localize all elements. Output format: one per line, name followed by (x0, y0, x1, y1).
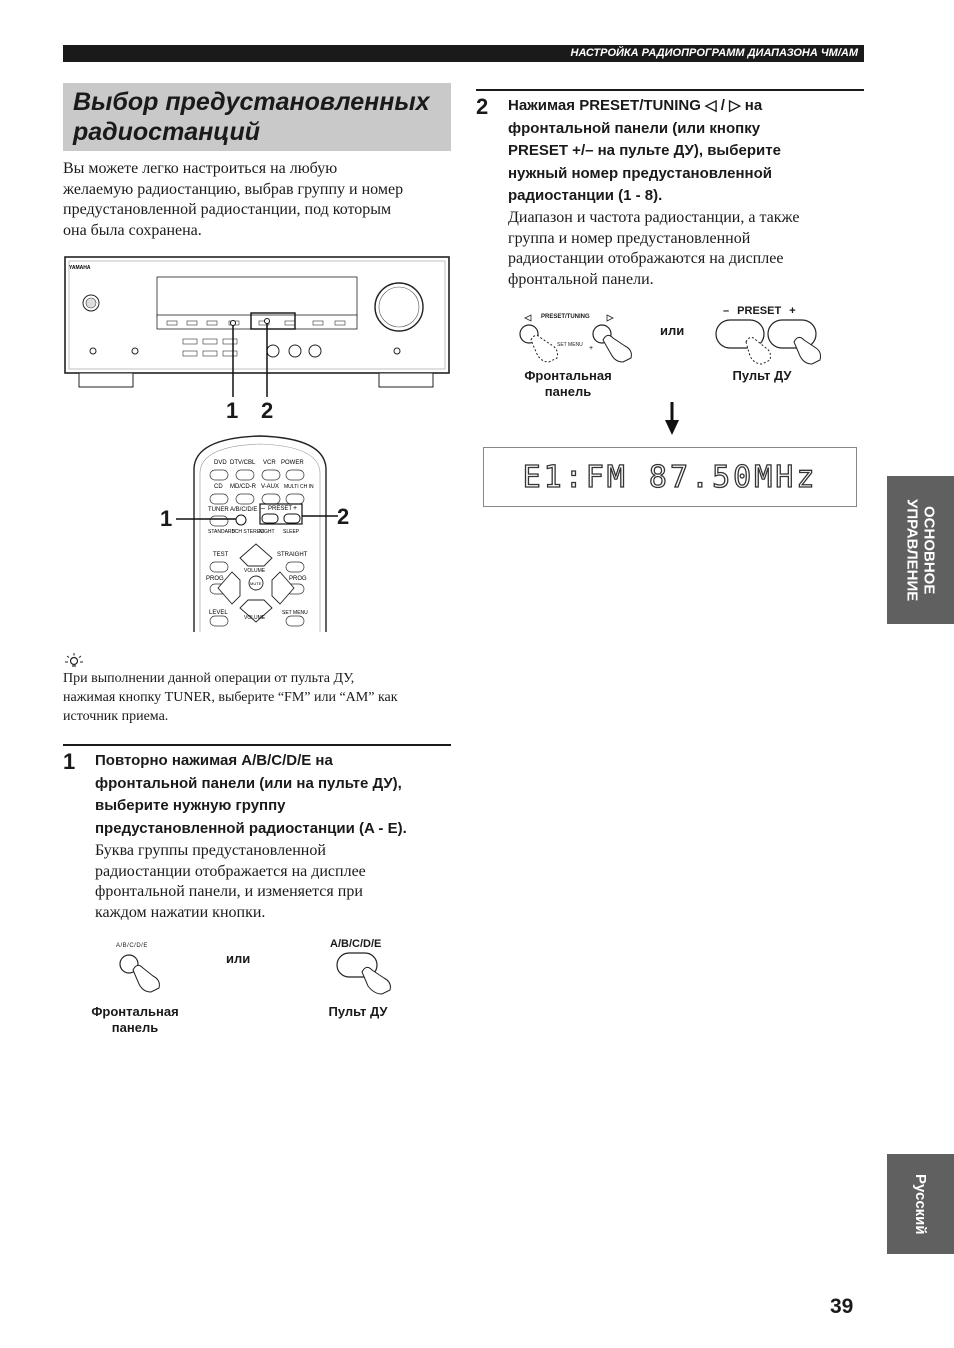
remote-prog-left: PROG (206, 576, 224, 582)
lcd-display: E1:FM 87.50MHz (483, 447, 857, 507)
remote-mute: MUTE (250, 581, 262, 586)
step1-caption-left: Фронтальная панель (70, 1004, 200, 1036)
step2-number: 2 (476, 94, 489, 119)
step2-remote-label: – PRESET + (723, 305, 796, 317)
step1-body: Буква группы предустановленной радиостан… (95, 841, 455, 923)
page-title: Выбор предустановленных радиостанций (63, 83, 451, 151)
arrow-down-icon (665, 402, 679, 435)
remote-straight: STRAIGHT (277, 552, 308, 558)
remote-volume-down: VOLUME (244, 615, 266, 621)
step2-heading: Нажимая PRESET/TUNING ◁ / ▷ на фронтальн… (508, 95, 863, 208)
intro-line: Вы можете легко настроиться на любую (63, 160, 338, 177)
remote-preset: PRESET (268, 506, 292, 512)
remote-cd: CD (214, 484, 223, 490)
remote-power: POWER (281, 460, 304, 466)
brand-label: YAMAHA (69, 265, 91, 271)
step1-body-line: фронтальной панели, и изменяется при (95, 883, 363, 900)
step2-remote-buttons (715, 319, 821, 365)
remote-vaux: V-AUX (261, 484, 279, 490)
intro-paragraph: Вы можете легко настроиться на любую жел… (63, 159, 453, 241)
svg-text:+: + (293, 505, 297, 512)
step2-caption-left: Фронтальная панель (503, 368, 633, 400)
remote-level: LEVEL (209, 610, 228, 616)
remote-sleep: SLEEP (283, 529, 300, 535)
step1-caption-left-line: панель (111, 1020, 159, 1035)
remote-multi: MULTI CH IN (284, 484, 314, 490)
step1-body-line: радиостанции отображается на дисплее (95, 862, 366, 880)
step2-heading-line: фронтальной панели (или кнопку (508, 119, 761, 137)
step1-remote-label: A/B/C/D/E (330, 938, 382, 950)
step2-caption-right: Пульт ДУ (732, 368, 792, 383)
remote-vcr: VCR (263, 460, 276, 466)
remote-night: NIGHT (259, 529, 275, 535)
step1-body-line: Буква группы предустановленной (95, 842, 326, 859)
intro-line: она была сохранена. (63, 221, 202, 239)
remote-callout-2: 2 (337, 504, 350, 529)
remote-5ch: 5CH STEREO (232, 529, 264, 535)
step2-body-line: фронтальной панели. (508, 270, 654, 288)
intro-line: предустановленной радиостанции, под кото… (63, 201, 392, 218)
remote-abcde: A/B/C/D/E (230, 507, 257, 513)
callout-1: 1 (226, 398, 239, 423)
step2-panel-label: PRESET/TUNING (541, 314, 590, 320)
remote-prog-right: PROG (289, 576, 307, 582)
step2-body-line: Диапазон и частота радиостанции, а также (508, 209, 800, 226)
svg-text:+: + (589, 345, 593, 352)
title-line-1: Выбор предустановленных (73, 88, 430, 116)
step2-body: Диапазон и частота радиостанции, а также… (508, 208, 863, 290)
side-tab-section: ОСНОВНОЕ УПРАВЛЕНИЕ (887, 476, 954, 624)
step1-heading-line: Повторно нажимая A/B/C/D/E на (95, 752, 333, 769)
step1-heading-line: выберите нужную группу (95, 797, 286, 814)
lightbulb-icon (65, 653, 83, 667)
step2-caption-left-line: панель (544, 384, 592, 399)
title-line-2: радиостанций (73, 118, 260, 146)
intro-line: желаемую радиостанцию, выбрав группу и н… (63, 180, 404, 198)
tip-text: При выполнении данной операции от пульта… (63, 669, 455, 726)
remote-standard: STANDARD (208, 529, 236, 535)
svg-text:–: – (261, 505, 265, 512)
step1-caption-left-line: Фронтальная (91, 1004, 179, 1019)
remote-test: TEST (213, 552, 229, 558)
remote-callout-1: 1 (160, 506, 173, 531)
step2-heading-line: PRESET +/– на пульте ДУ), выберите (508, 142, 781, 159)
step1-caption-right: Пульт ДУ (328, 1004, 388, 1019)
remote-volume-up: VOLUME (244, 568, 266, 574)
receiver-illustration: YAMAHA (64, 256, 450, 397)
step1-heading-line: предустановленной радиостанции (A - E). (95, 819, 407, 837)
tip-line: источник приема. (63, 709, 169, 724)
step2-rule (476, 89, 864, 91)
tip-line: нажимая кнопку TUNER, выберите “FM” или … (63, 690, 398, 705)
step1-panel-label: A/B/C/D/E (116, 943, 148, 949)
step1-panel-button (119, 954, 160, 993)
remote-md: MD/CD-R (230, 484, 257, 490)
step2-panel-buttons: + (519, 314, 632, 363)
step1-heading-line: фронтальной панели (или на пульте ДУ), (95, 774, 402, 792)
step2-heading-line: радиостанции (1 - 8). (508, 187, 663, 204)
step1-remote-button (336, 952, 391, 995)
remote-dtv: DTV/CBL (230, 460, 256, 466)
page-number: 39 (830, 1295, 854, 1318)
step2-heading-line: нужный номер предустановленной (508, 164, 772, 182)
step1-body-line: каждом нажатии кнопки. (95, 903, 266, 921)
tip-line: При выполнении данной операции от пульта… (63, 671, 355, 686)
remote-setmenu: SET MENU (282, 610, 308, 616)
side-tab-language: Русский (887, 1154, 954, 1254)
step1-number: 1 (63, 749, 76, 774)
callout-2: 2 (261, 398, 274, 423)
remote-illustration: DVD DTV/CBL VCR POWER CD MD/CD-R V-AUX M… (176, 435, 338, 632)
step1-heading: Повторно нажимая A/B/C/D/E на фронтально… (95, 750, 455, 840)
step2-caption-left-line: Фронтальная (524, 368, 612, 383)
step2-or: или (660, 323, 685, 338)
remote-dvd: DVD (214, 460, 227, 466)
step2-heading-line: Нажимая PRESET/TUNING ◁ / ▷ на (508, 97, 763, 114)
step2-body-line: радиостанции отображаются на дисплее (508, 250, 784, 267)
remote-tuner: TUNER (208, 507, 229, 513)
step2-panel-sublabel: SET MENU (557, 342, 583, 348)
step1-rule (63, 744, 451, 746)
section-header: НАСТРОЙКА РАДИОПРОГРАММ ДИАПАЗОНА ЧМ/АМ (63, 45, 864, 62)
step1-or: или (226, 951, 251, 966)
step2-body-line: группа и номер предустановленной (508, 229, 751, 247)
